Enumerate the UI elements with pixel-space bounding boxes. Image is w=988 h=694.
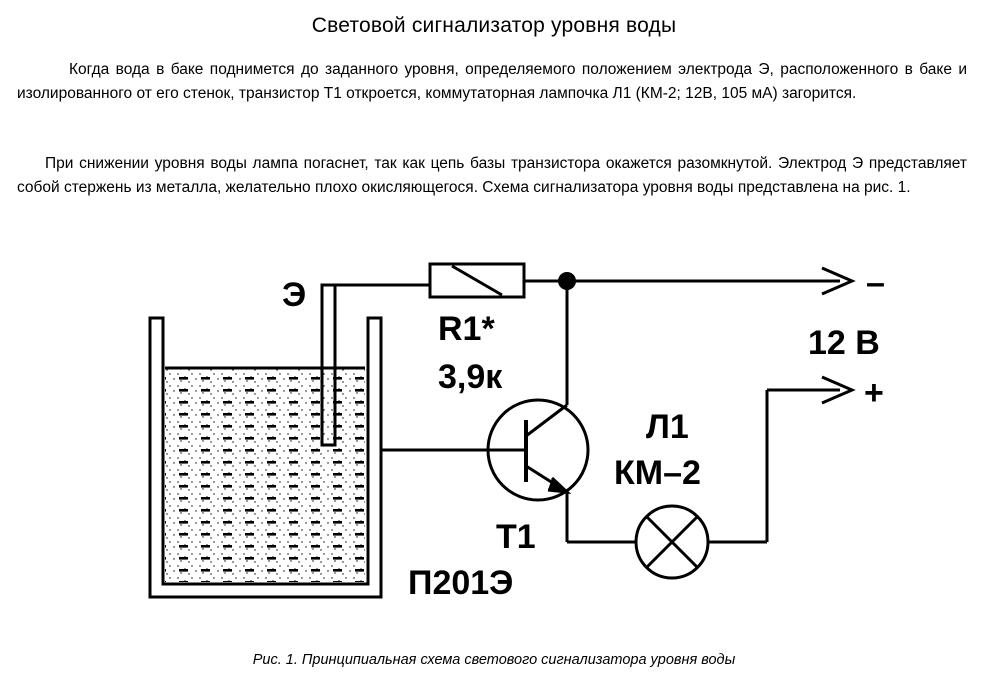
water [165, 368, 365, 582]
plus-terminal-arrow [821, 375, 856, 405]
voltage-label: 12 В [808, 324, 880, 362]
plus-label: + [864, 374, 884, 412]
tank [148, 316, 383, 599]
paragraph-2: При снижении уровня воды лампа погаснет,… [17, 155, 967, 196]
lamp-type-label: КМ–2 [614, 454, 701, 492]
junction-dot [558, 272, 576, 290]
transistor-type-label: П201Э [408, 564, 513, 602]
minus-label: – [866, 264, 885, 302]
electrode [320, 283, 430, 447]
minus-terminal-arrow [821, 266, 856, 296]
paragraph-1: Когда вода в баке поднимется до заданног… [17, 61, 967, 102]
figure-caption: Рис. 1. Принципиальная схема светового с… [252, 652, 736, 668]
electrode-label: Э [282, 276, 306, 314]
transistor-name-label: Т1 [496, 518, 536, 556]
lamp-name-label: Л1 [646, 408, 689, 446]
lamp-l1 [634, 504, 710, 580]
transistor-t1 [486, 398, 590, 502]
resistor [428, 262, 526, 299]
resistor-name-label: R1* [438, 310, 495, 348]
resistor-value-label: 3,9к [438, 358, 503, 396]
wiring [381, 279, 840, 544]
page-title: Световой сигнализатор уровня воды [311, 14, 677, 37]
